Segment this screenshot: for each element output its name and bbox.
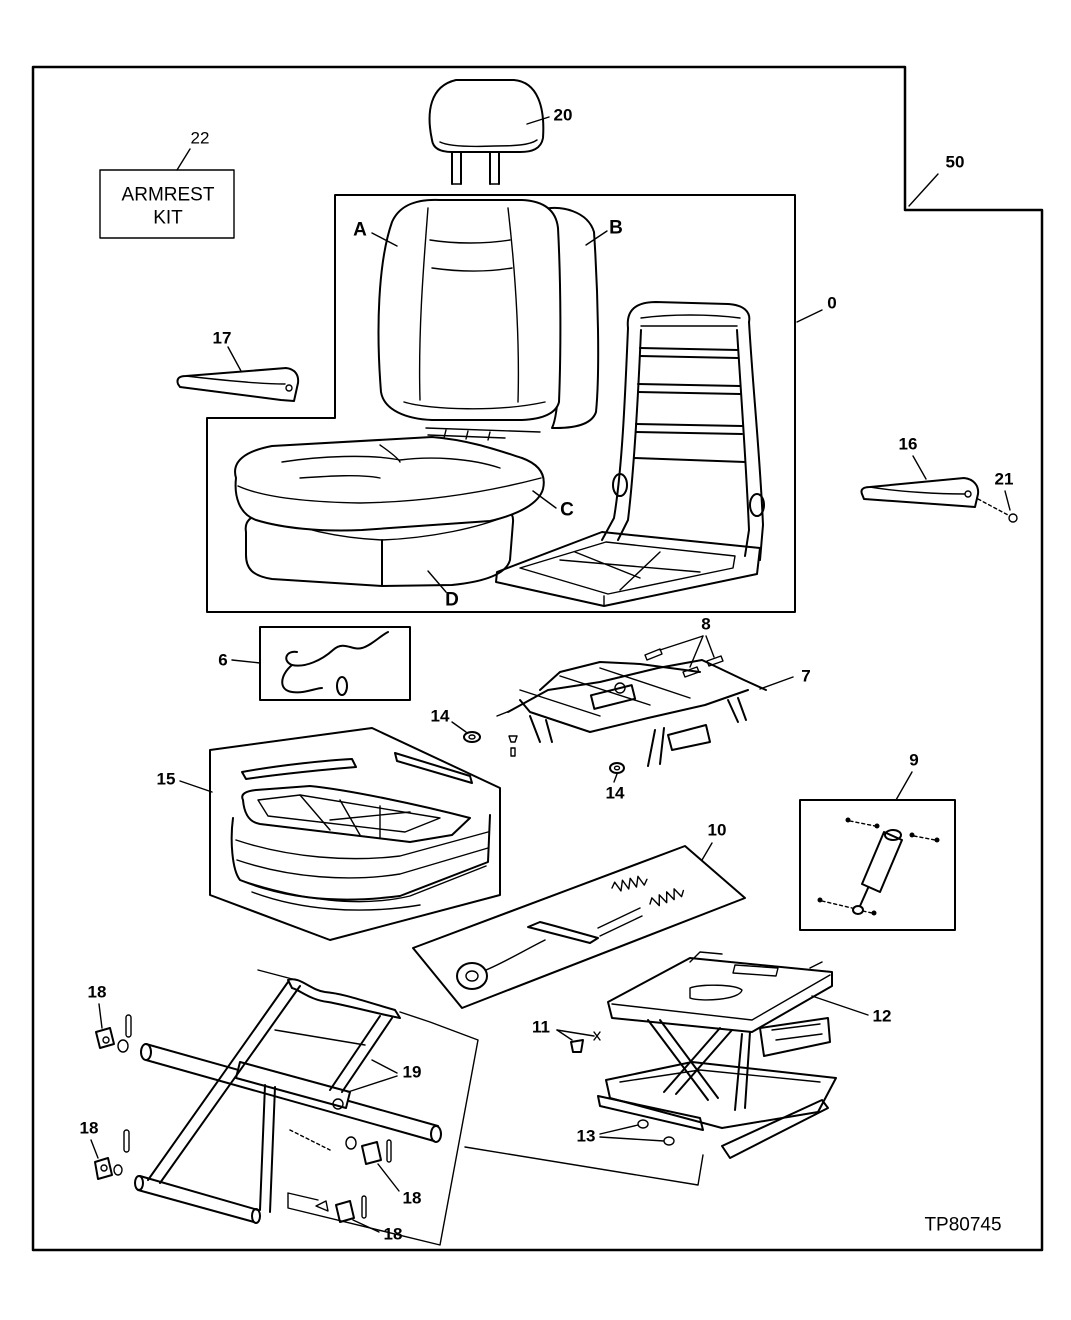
seat-group-outline <box>206 194 823 613</box>
armrest-left <box>176 346 300 402</box>
bracket-top-left <box>95 1003 132 1053</box>
armrest-kit-box <box>99 148 235 239</box>
bracket-bottom <box>315 1195 380 1233</box>
seat-cushion-c <box>234 436 557 532</box>
armrest-kit-label-line2: KIT <box>153 208 183 229</box>
callout-20: 20 <box>554 106 573 125</box>
headrest <box>428 79 550 185</box>
callout-d: D <box>445 590 459 611</box>
callout-11: 11 <box>532 1018 550 1037</box>
callout-21: 21 <box>995 470 1014 489</box>
clip <box>556 1029 601 1053</box>
callout-50: 50 <box>946 153 965 172</box>
callout-9: 9 <box>909 751 918 770</box>
callout-18-top-left: 18 <box>88 983 107 1002</box>
callout-14-upper: 14 <box>431 707 450 726</box>
suspension-cushion <box>179 727 501 941</box>
callout-13: 13 <box>577 1127 596 1146</box>
backrest-cover-a <box>371 198 562 421</box>
callout-18-bottom: 18 <box>384 1225 403 1244</box>
damper-kit <box>799 771 956 931</box>
washer-upper <box>451 721 481 743</box>
callout-0: 0 <box>827 294 836 313</box>
callout-18-bottom-left: 18 <box>80 1119 99 1138</box>
callout-17: 17 <box>213 329 232 348</box>
callout-22: 22 <box>191 129 210 148</box>
clip-strip <box>425 427 541 441</box>
small-screws <box>508 735 518 757</box>
wire-harness <box>231 626 411 701</box>
armrest-kit-label-line1: ARMREST <box>122 185 215 206</box>
assembly-outline <box>31 65 1044 1252</box>
armrest-screw <box>977 490 1018 523</box>
control-kit <box>412 842 746 1009</box>
slide-frame <box>496 659 794 767</box>
seat-frame <box>495 301 765 607</box>
washer-lower <box>609 762 625 783</box>
callout-16: 16 <box>899 435 918 454</box>
callout-8: 8 <box>701 615 710 634</box>
callout-6: 6 <box>218 651 227 670</box>
rollers <box>599 1119 675 1146</box>
callout-10: 10 <box>708 821 727 840</box>
bracket-center <box>345 1136 400 1192</box>
callout-15: 15 <box>157 770 176 789</box>
slide-rails <box>134 969 479 1246</box>
connector-line <box>464 1146 704 1186</box>
bracket-bottom-left <box>90 1129 130 1180</box>
callout-14-lower: 14 <box>606 784 625 803</box>
callout-b: B <box>609 218 623 239</box>
callout-c: C <box>560 500 574 521</box>
callout-12: 12 <box>873 1007 892 1026</box>
callout-18-center: 18 <box>403 1189 422 1208</box>
armrest-right <box>860 455 980 508</box>
suspension-base <box>597 951 869 1159</box>
callout-7: 7 <box>801 667 810 686</box>
callout-a: A <box>353 220 367 241</box>
drawing-number: TP80745 <box>924 1215 1001 1236</box>
callout-19: 19 <box>403 1063 422 1082</box>
